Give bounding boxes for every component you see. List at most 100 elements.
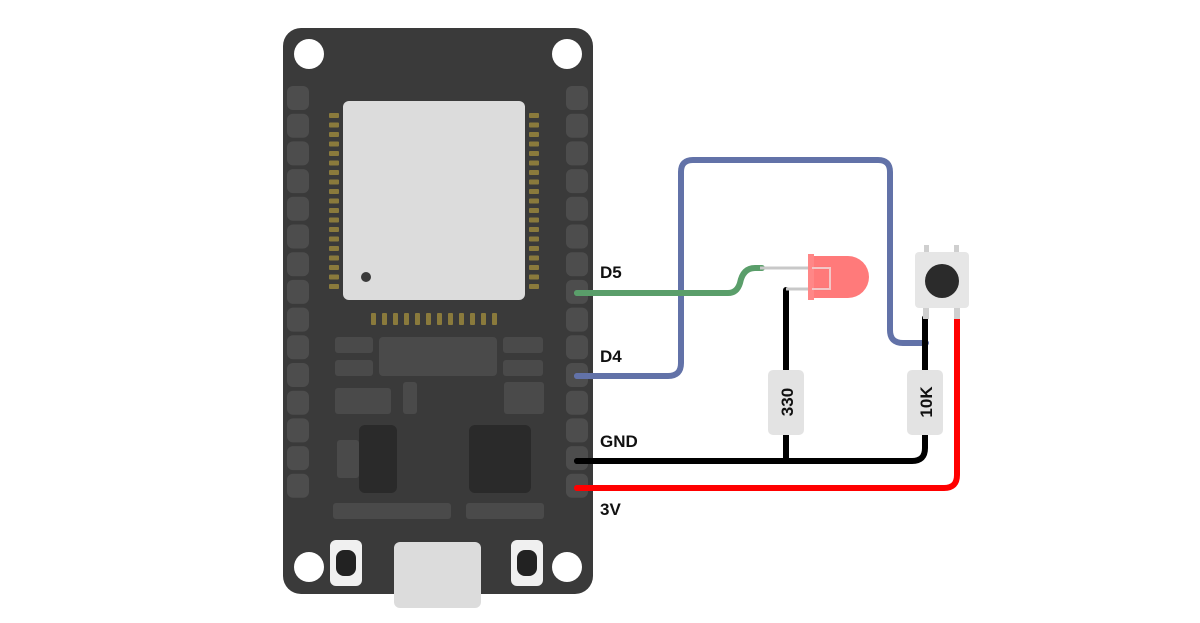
chip-contact <box>329 179 339 185</box>
resistor-body <box>768 370 804 435</box>
button-leg <box>954 307 960 319</box>
smd-component <box>503 337 543 353</box>
wire-endpoint <box>574 485 580 491</box>
led-flange <box>808 254 814 300</box>
chip-contact <box>329 265 339 270</box>
chip-contact <box>529 198 539 204</box>
chip-contact <box>329 189 339 194</box>
smd-component <box>503 360 543 376</box>
chip-contact <box>529 236 539 242</box>
header-pin <box>287 141 309 166</box>
smd-component <box>335 388 391 414</box>
chip-contact <box>529 170 539 175</box>
wire-endpoint <box>574 373 580 379</box>
header-pin <box>566 113 588 138</box>
pin-label-d5: D5 <box>600 263 622 282</box>
chip-contact <box>529 246 539 251</box>
led-body <box>810 256 869 298</box>
esp32-module <box>343 101 525 300</box>
header-pin <box>287 446 309 471</box>
chip-contact <box>470 313 475 325</box>
module-pin1-dot <box>361 272 371 282</box>
header-pin <box>287 224 309 249</box>
chip-contact <box>448 313 453 325</box>
chip-contact <box>404 313 409 325</box>
boot-button <box>336 550 356 576</box>
smd-component <box>333 503 451 519</box>
smd-component <box>335 360 373 376</box>
header-pin <box>287 335 309 360</box>
chip-contact <box>329 170 339 175</box>
chip-contact <box>329 198 339 204</box>
chip-contact <box>329 284 339 289</box>
wire-gnd <box>574 315 928 464</box>
chip-contact <box>393 313 398 325</box>
wire-d4 <box>574 157 929 379</box>
header-pin <box>287 113 309 138</box>
header-pin <box>287 169 309 194</box>
button-cap <box>925 264 959 298</box>
mounting-hole-top-left <box>294 39 324 69</box>
chip-contact <box>529 189 539 194</box>
header-pin <box>566 390 588 415</box>
chip-contact <box>329 255 339 261</box>
chip-contact <box>459 313 464 325</box>
chip-contact <box>329 141 339 147</box>
chip-contact <box>529 160 539 166</box>
wire-endpoint <box>574 290 580 296</box>
chip-contact <box>415 313 420 325</box>
chip-contact <box>529 227 539 232</box>
chip-contact <box>529 284 539 289</box>
header-pin <box>287 418 309 443</box>
chip-contact <box>481 313 486 325</box>
usb-uart-chip <box>469 425 531 493</box>
en-button <box>517 550 537 576</box>
chip-contact <box>529 255 539 261</box>
header-pin <box>566 252 588 277</box>
chip-contact <box>329 208 339 213</box>
header-pin <box>566 196 588 221</box>
led-internal-lead <box>812 267 831 290</box>
header-pin <box>566 141 588 166</box>
chip-contact <box>329 274 339 280</box>
chip-contact <box>437 313 442 325</box>
wire-d5 <box>574 265 765 296</box>
mounting-hole-top-right <box>552 39 582 69</box>
header-pin <box>566 418 588 443</box>
chip-contact <box>529 179 539 185</box>
header-pin <box>287 390 309 415</box>
chip-contact <box>329 122 339 128</box>
left-pin-header <box>287 86 309 498</box>
header-pin <box>566 224 588 249</box>
chip-contact <box>371 313 376 325</box>
pin-label-gnd: GND <box>600 432 638 451</box>
button-leg <box>954 245 959 253</box>
header-pin <box>566 169 588 194</box>
chip-contact <box>529 132 539 137</box>
header-pin <box>566 335 588 360</box>
voltage-regulator <box>379 337 497 376</box>
header-pin <box>287 473 309 498</box>
chip-contact <box>329 246 339 251</box>
chip-contact <box>382 313 387 325</box>
resistor-330: 330 <box>768 370 804 435</box>
button-leg <box>923 307 929 319</box>
resistor-10k: 10K <box>907 370 943 435</box>
chip-contact <box>529 113 539 118</box>
chip-contact <box>329 217 339 223</box>
chip-contact <box>329 132 339 137</box>
chip-contact <box>529 265 539 270</box>
pin-label-d4: D4 <box>600 347 622 366</box>
chip-contact <box>329 160 339 166</box>
smd-component <box>504 382 544 414</box>
smd-component <box>403 382 417 414</box>
chip-contact <box>329 227 339 232</box>
header-pin <box>287 363 309 387</box>
usb-uart-chip <box>359 425 397 493</box>
button-leg <box>924 245 929 253</box>
resistor-330-label: 330 <box>778 388 797 416</box>
chip-contact <box>329 151 339 156</box>
resistor-body <box>907 370 943 435</box>
smd-component <box>337 440 359 478</box>
